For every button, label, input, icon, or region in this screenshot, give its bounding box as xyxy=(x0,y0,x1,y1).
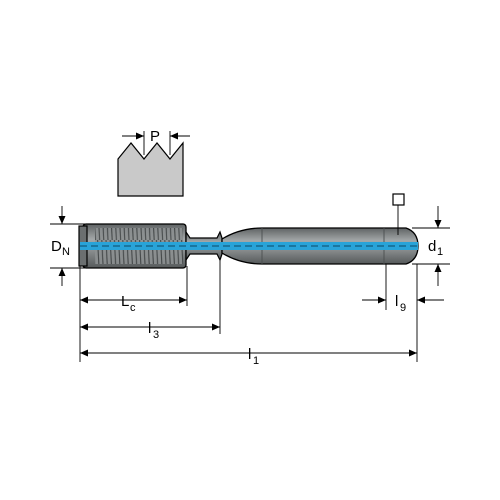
nominal-diameter-sub: N xyxy=(62,246,70,258)
thread-profile-icon xyxy=(117,141,184,197)
shank-diameter-sub: 1 xyxy=(437,246,443,258)
neck-length-sub: 3 xyxy=(153,329,159,341)
chamfer-length-sub: c xyxy=(130,302,136,314)
square-length-sub: 9 xyxy=(400,302,406,314)
chamfer-length-dimension: L c xyxy=(80,293,187,314)
chamfer-length-label: L xyxy=(121,293,129,310)
square-length-label: l xyxy=(395,293,398,310)
total-length-label: l xyxy=(248,346,251,363)
coolant-channel xyxy=(80,242,418,250)
pitch-label: P xyxy=(150,128,160,145)
total-length-dimension: l 1 xyxy=(80,346,417,367)
total-length-sub: 1 xyxy=(253,355,259,367)
neck-length-label: l xyxy=(148,320,151,337)
neck-length-dimension: l 3 xyxy=(80,320,220,341)
nominal-diameter-dimension: D N xyxy=(50,206,86,286)
extension-lines xyxy=(79,258,418,362)
square-drive-icon xyxy=(392,193,405,235)
shank-diameter-label: d xyxy=(428,238,436,255)
nominal-diameter-label: D xyxy=(51,238,62,255)
square-length-dimension: l 9 xyxy=(362,293,444,314)
shank-diameter-dimension: d 1 xyxy=(412,206,450,286)
pitch-dimension: P xyxy=(122,128,190,155)
